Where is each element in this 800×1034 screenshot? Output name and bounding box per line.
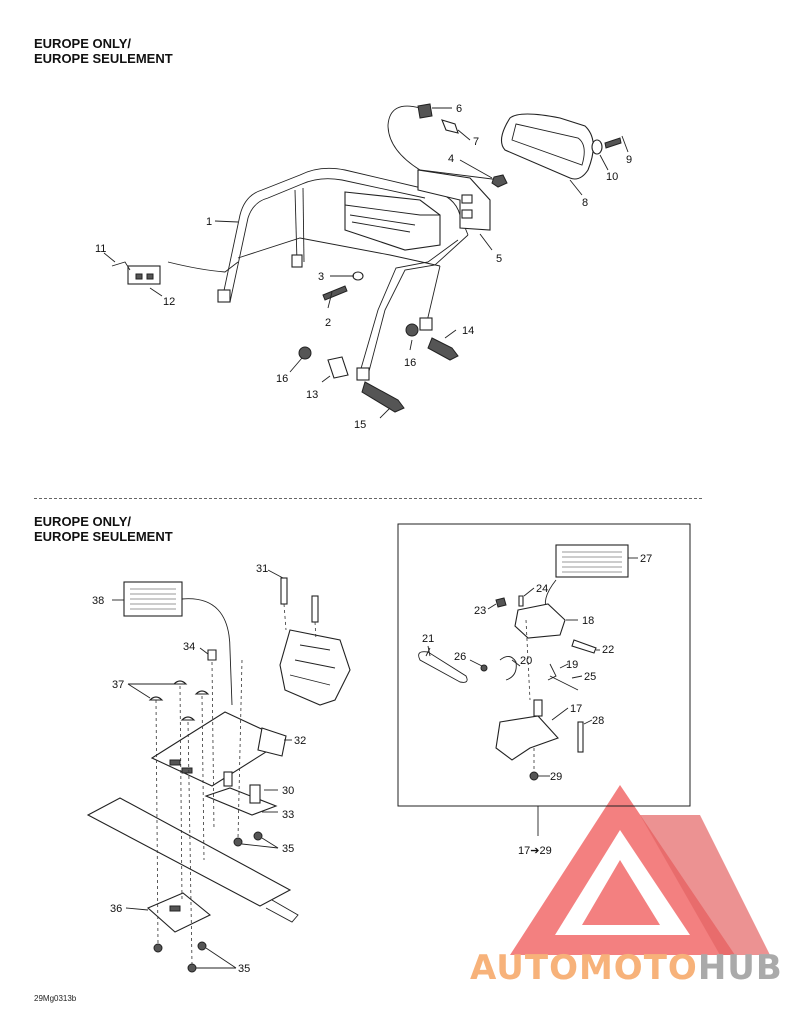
callout-13: 13 <box>306 389 318 401</box>
callout-11: 11 <box>95 243 106 255</box>
callout-12: 12 <box>163 296 175 308</box>
label-27-hatching <box>562 551 622 573</box>
watermark-text: AUTOMOTOHUB <box>470 948 783 988</box>
callout-9: 9 <box>626 154 632 166</box>
rear-rack-assembly: 1 2 3 4 5 6 7 8 9 10 11 12 13 14 15 16 1… <box>95 103 632 431</box>
lock-kit-box: 27 24 23 18 22 21 26 20 19 25 17 28 29 1… <box>397 523 691 857</box>
license-plate-assembly: 31 38 34 37 32 30 33 35 36 35 <box>86 563 351 975</box>
callout-29: 29 <box>550 771 562 783</box>
callout-22: 22 <box>602 644 614 656</box>
callout-37: 37 <box>112 679 124 691</box>
callout-32: 32 <box>294 735 306 747</box>
callout-31: 31 <box>256 563 268 575</box>
kit-range-label: 17➔29 <box>518 845 552 857</box>
section-title-top: EUROPE ONLY/ EUROPE SEULEMENT <box>34 36 173 66</box>
callout-23: 23 <box>474 605 486 617</box>
callout-16: 16 <box>276 373 288 385</box>
callout-21: 21 <box>422 633 434 645</box>
section-title-line2: EUROPE SEULEMENT <box>34 51 173 66</box>
callout-30: 30 <box>282 785 294 797</box>
section-title-bottom: EUROPE ONLY/ EUROPE SEULEMENT <box>34 514 173 544</box>
callout-1: 1 <box>206 216 212 228</box>
callout-7: 7 <box>473 136 479 148</box>
callout-10: 10 <box>606 171 618 183</box>
section-title-line1: EUROPE ONLY/ <box>34 36 132 51</box>
callout-28: 28 <box>592 715 604 727</box>
callout-14: 14 <box>462 325 474 337</box>
section-title-line2: EUROPE SEULEMENT <box>34 529 173 544</box>
drawing-code: 29Mg0313b <box>34 994 77 1003</box>
callout-19: 19 <box>566 659 578 671</box>
watermark-logo <box>510 785 770 955</box>
callout-35: 35 <box>238 963 250 975</box>
kit-assembly-guides <box>525 619 535 772</box>
callout-2: 2 <box>325 317 331 329</box>
callout-34: 34 <box>183 641 195 653</box>
callout-25: 25 <box>584 671 596 683</box>
label-38-hatching <box>130 588 176 610</box>
callout-26: 26 <box>454 651 466 663</box>
callout-38: 38 <box>92 595 104 607</box>
callout-20: 20 <box>520 655 532 667</box>
assembly-guides <box>155 603 317 965</box>
callout-24: 24 <box>536 583 548 595</box>
callout-16: 16 <box>404 357 416 369</box>
callout-6: 6 <box>456 103 462 115</box>
callout-8: 8 <box>582 197 588 209</box>
callout-18: 18 <box>582 615 594 627</box>
watermark-text-part1: AUTOMOTO <box>470 948 698 988</box>
watermark-text-part2: HUB <box>697 948 783 988</box>
section-title-line1: EUROPE ONLY/ <box>34 514 132 529</box>
callout-27: 27 <box>640 553 652 565</box>
callout-36: 36 <box>110 903 122 915</box>
callout-3: 3 <box>318 271 324 283</box>
callout-17: 17 <box>570 703 582 715</box>
callout-4: 4 <box>448 153 454 165</box>
callout-33: 33 <box>282 809 294 821</box>
callout-15: 15 <box>354 419 366 431</box>
section-divider <box>34 498 702 499</box>
callout-35: 35 <box>282 843 294 855</box>
callout-5: 5 <box>496 253 502 265</box>
